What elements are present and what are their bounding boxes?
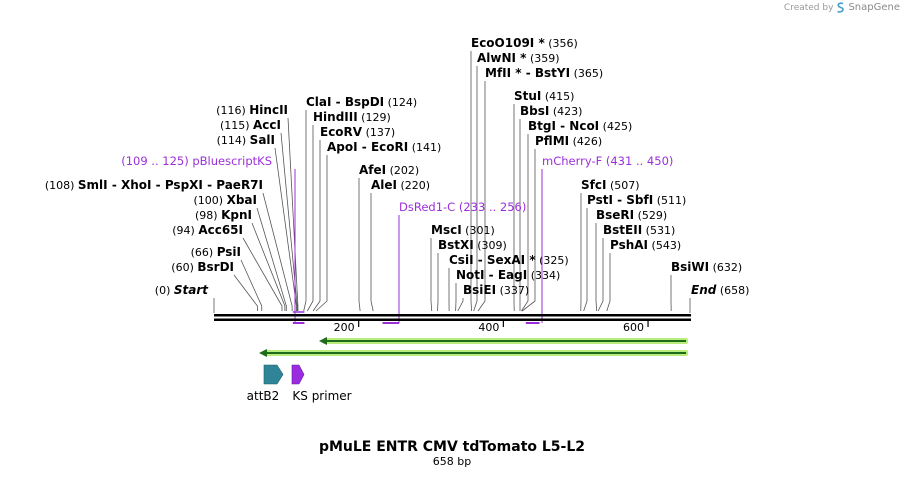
site-leader-kpni	[252, 223, 285, 311]
map-length: 658 bp	[433, 455, 471, 468]
site-label-stui: StuI (415)	[514, 89, 574, 103]
site-label-bsiwi: BsiWI (632)	[671, 260, 742, 274]
feature-label-attb2: attB2	[247, 389, 280, 403]
orf-arrow-lower-line	[265, 352, 686, 354]
site-leader-pshai	[607, 253, 610, 311]
site-label-sali: (114) SalI	[217, 133, 275, 147]
snapgene-credit: Created by SnapGene	[784, 2, 900, 13]
site-leader-bsteii	[598, 238, 603, 311]
site-leader-apoi	[316, 155, 327, 311]
site-label-bseri: BseRI (529)	[596, 208, 667, 222]
site-label-bsrdi: (60) BsrDI	[171, 260, 234, 274]
site-label-kpni: (98) KpnI	[195, 208, 252, 222]
site-label-csii: CsiI - SexAI * (325)	[449, 253, 569, 267]
tick-label-600: 600	[623, 321, 644, 334]
site-leader-afei	[359, 178, 360, 311]
orf-arrow-lower-arrowhead	[259, 349, 267, 357]
start-label: (0) Start	[155, 283, 209, 297]
feature-markers: attB2 KS primer	[247, 365, 352, 403]
ks-primer-feature-icon	[292, 365, 304, 384]
site-leader-ecorv	[313, 140, 320, 311]
site-label-alei: AleI (220)	[371, 178, 430, 192]
site-label-apoi: ApoI - EcoRI (141)	[327, 140, 441, 154]
site-label-btgi: BtgI - NcoI (425)	[528, 119, 632, 133]
site-label-acc65i: (94) Acc65I	[172, 223, 243, 237]
site-leader-smli	[263, 193, 292, 311]
feature-label-ks-primer: KS primer	[292, 389, 351, 403]
orf-arrow-upper-line	[325, 340, 686, 342]
site-label-clai: ClaI - BspDI (124)	[306, 95, 417, 109]
primer-label-mcherry-f: mCherry-F (431 .. 450)	[542, 154, 673, 168]
site-label-bstxi: BstXI (309)	[438, 238, 507, 252]
site-label-xbai: (100) XbaI	[194, 193, 257, 207]
site-label-noti: NotI - EagI (334)	[456, 268, 560, 282]
tick-label-400: 400	[478, 321, 499, 334]
site-leader-msci	[431, 238, 432, 311]
site-label-psii: (66) PsiI	[191, 245, 241, 259]
site-label-msci: MscI (301)	[431, 223, 495, 237]
site-label-acci: (115) AccI	[220, 118, 281, 132]
site-leader-clai	[304, 110, 306, 311]
sequence-backbone: 200 400 600	[214, 314, 691, 334]
site-label-ecorv: EcoRV (137)	[320, 125, 395, 139]
map-title: pMuLE ENTR CMV tdTomato L5-L2	[319, 439, 585, 455]
credit-brand: SnapGene	[848, 2, 900, 13]
site-label-afei: AfeI (202)	[359, 163, 419, 177]
site-leader-psti	[584, 208, 587, 311]
backbone-bottom-strand	[214, 319, 691, 322]
site-label-bbsi: BbsI (423)	[520, 104, 582, 118]
site-label-alwni: AlwNI * (359)	[477, 51, 560, 65]
snapgene-logo-icon	[836, 2, 845, 13]
site-label-sfci: SfcI (507)	[581, 178, 640, 192]
site-leader-sali	[275, 148, 296, 311]
site-leader-psii	[241, 260, 262, 311]
site-label-hincii: (116) HincII	[216, 103, 288, 117]
site-label-pshai: PshAI (543)	[610, 238, 681, 252]
primer-label-dsred1-c: DsRed1-C (233 .. 256)	[399, 200, 526, 214]
site-leader-alei	[371, 193, 373, 311]
site-leader-bseri	[596, 223, 597, 311]
end-label: End (658)	[691, 283, 749, 297]
site-label-pflmi: PflMI (426)	[535, 134, 602, 148]
site-leader-bsrdi	[234, 275, 257, 311]
attb2-feature-icon	[264, 365, 283, 384]
site-label-smli: (108) SmlI - XhoI - PspXI - PaeR7I	[45, 178, 263, 192]
tick-label-200: 200	[334, 321, 355, 334]
site-label-psti: PstI - SbfI (511)	[587, 193, 686, 207]
site-label-bsiei: BsiEI (337)	[463, 283, 529, 297]
backbone-top-strand	[214, 314, 691, 317]
site-leader-xbai	[257, 208, 286, 311]
primer-label-pbluescriptks: (109 .. 125) pBluescriptKS	[121, 154, 272, 168]
site-label-bsteii: BstEII (531)	[603, 223, 675, 237]
credit-prefix: Created by	[784, 3, 834, 13]
site-label-hindiii: HindIII (129)	[313, 110, 391, 124]
orf-arrow-upper-arrowhead	[319, 337, 327, 345]
site-leader-bsiei	[458, 298, 463, 311]
site-label-ecoo109i: EcoO109I * (356)	[471, 36, 578, 50]
orf-arrows	[259, 337, 688, 357]
site-label-mfii: MfII * - BstYI (365)	[485, 66, 603, 80]
site-leader-hindiii	[307, 125, 313, 311]
